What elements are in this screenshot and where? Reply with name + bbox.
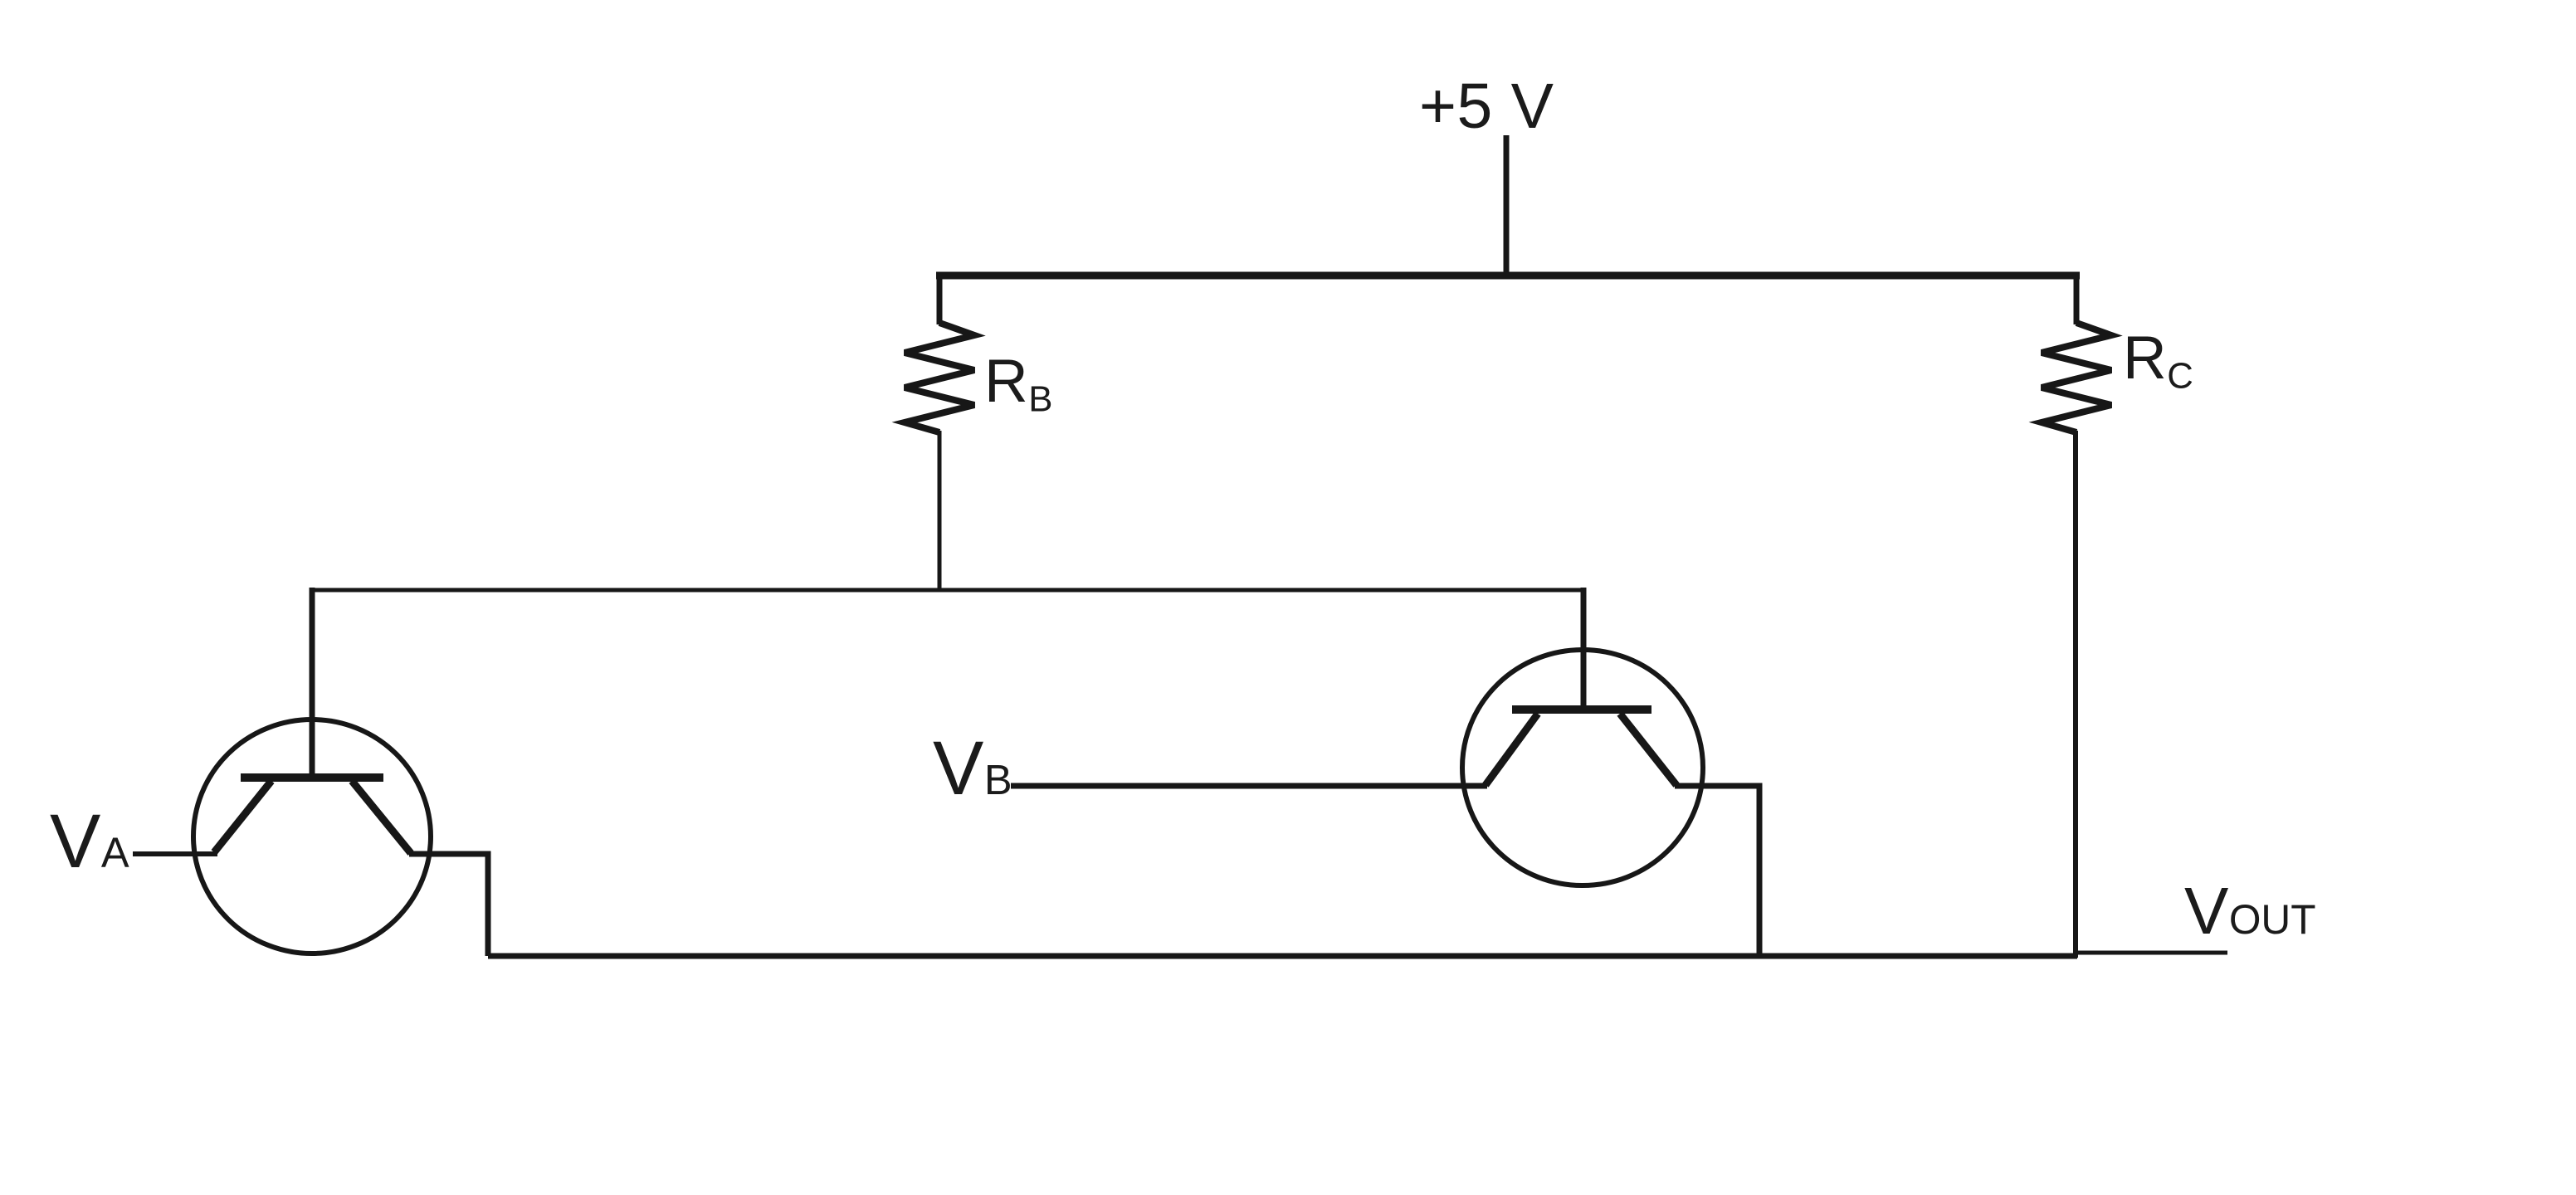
- resistor-rb: [891, 276, 986, 592]
- vout-sub-text: OUT: [2228, 896, 2316, 943]
- rb-base-text: R: [984, 348, 1029, 415]
- resistor-rb-zigzag: [891, 319, 986, 436]
- transistor-q2-right-leg: [1617, 711, 1680, 788]
- rb-sub-text: B: [1028, 378, 1053, 420]
- rc-base-text: R: [2123, 324, 2168, 392]
- label-input-va: VA: [50, 803, 129, 880]
- label-supply-voltage: +5 V: [1419, 75, 1554, 139]
- transistor-q1-right-leg: [349, 778, 414, 856]
- transistor-q2: [1011, 588, 1763, 956]
- output-rail: [488, 950, 2227, 959]
- rc-sub-text: C: [2167, 355, 2193, 397]
- label-output-vout: VOUT: [2184, 878, 2316, 944]
- label-input-vb: VB: [933, 730, 1012, 807]
- power-rail: [936, 135, 2080, 280]
- transistor-q1-left-leg: [211, 778, 275, 855]
- va-sub-text: A: [100, 829, 129, 876]
- transistor-q2-right-lead: [1675, 783, 1763, 956]
- vout-base-text: V: [2184, 874, 2229, 948]
- label-resistor-rc: RC: [2123, 328, 2193, 394]
- transistor-q2-left-leg: [1482, 711, 1541, 788]
- va-base-text: V: [50, 799, 101, 884]
- resistor-rc-zigzag: [2028, 319, 2123, 436]
- supply-voltage-text: +5 V: [1419, 71, 1554, 142]
- resistor-rc: [2028, 276, 2123, 958]
- transistor-q1-right-lead: [409, 851, 491, 956]
- transistor-q1: [133, 588, 491, 956]
- label-resistor-rb: RB: [984, 351, 1052, 417]
- vb-sub-text: B: [983, 756, 1012, 803]
- vb-base-text: V: [933, 726, 984, 811]
